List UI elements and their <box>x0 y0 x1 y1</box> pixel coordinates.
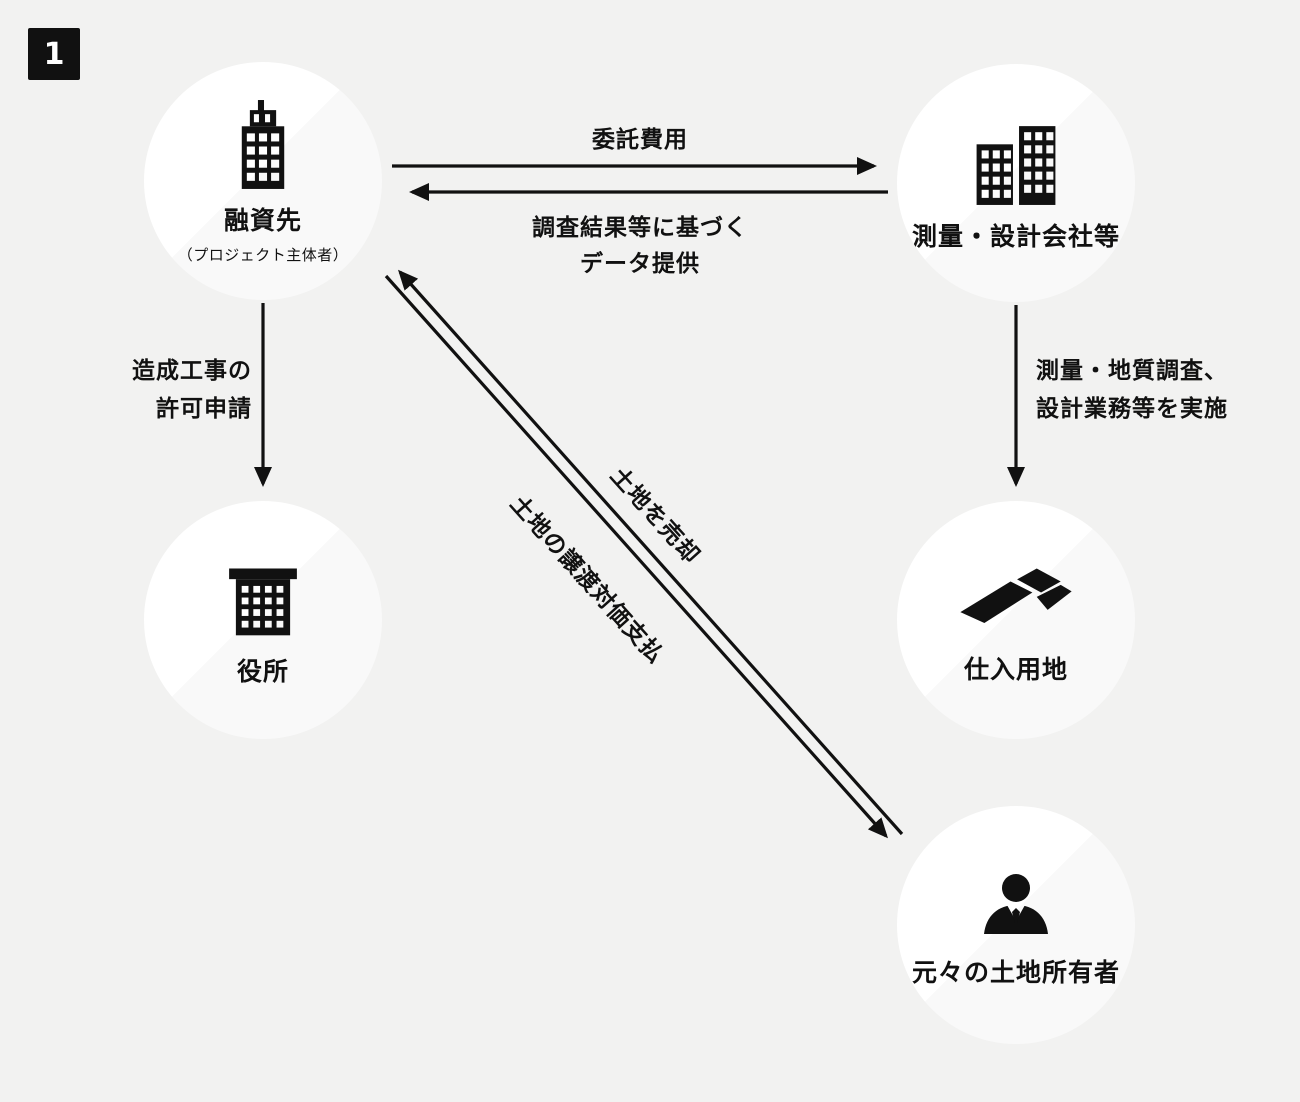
node-government-office: 役所 <box>144 501 382 739</box>
office-building-icon <box>241 99 285 189</box>
edge-label-survey-work-line1: 測量・地質調査、 <box>1036 358 1228 384</box>
edge-label-permit-line1: 造成工事の <box>132 358 252 384</box>
node-purchased-land: 仕入用地 <box>897 501 1135 739</box>
node-original-landowner-label: 元々の土地所有者 <box>911 958 1120 987</box>
edge-label-survey-work-line2: 設計業務等を実施 <box>1036 396 1228 422</box>
node-government-office-label: 役所 <box>236 657 289 686</box>
edge-label-data-provision: 調査結果等に基づく データ提供 <box>532 210 748 282</box>
node-survey-company-label: 測量・設計会社等 <box>911 222 1120 251</box>
government-building-icon <box>229 568 297 636</box>
node-borrower-label: 融資先 <box>223 205 302 235</box>
edge-label-survey-work: 測量・地質調査、 設計業務等を実施 <box>1036 352 1228 428</box>
figure-number-badge: 1 <box>28 28 80 80</box>
edge-label-permit-line2: 許可申請 <box>156 396 252 422</box>
node-borrower: 融資先 （プロジェクト主体者） <box>144 62 382 300</box>
arrow-sell-land <box>398 269 904 836</box>
arrow-transfer-payment <box>384 274 888 839</box>
node-original-landowner: 元々の土地所有者 <box>897 806 1135 1044</box>
edge-label-permit-application: 造成工事の 許可申請 <box>132 352 252 428</box>
person-icon <box>984 874 1048 934</box>
node-survey-company: 測量・設計会社等 <box>897 64 1135 302</box>
edge-label-commission-fee: 委託費用 <box>592 127 688 153</box>
land-parcels-icon <box>960 568 1072 623</box>
edge-label-data-provision-line1: 調査結果等に基づく <box>532 215 748 241</box>
two-buildings-icon <box>976 126 1056 205</box>
node-borrower-sublabel: （プロジェクト主体者） <box>177 245 349 264</box>
edge-label-data-provision-line2: データ提供 <box>580 251 700 277</box>
node-purchased-land-label: 仕入用地 <box>963 655 1068 684</box>
